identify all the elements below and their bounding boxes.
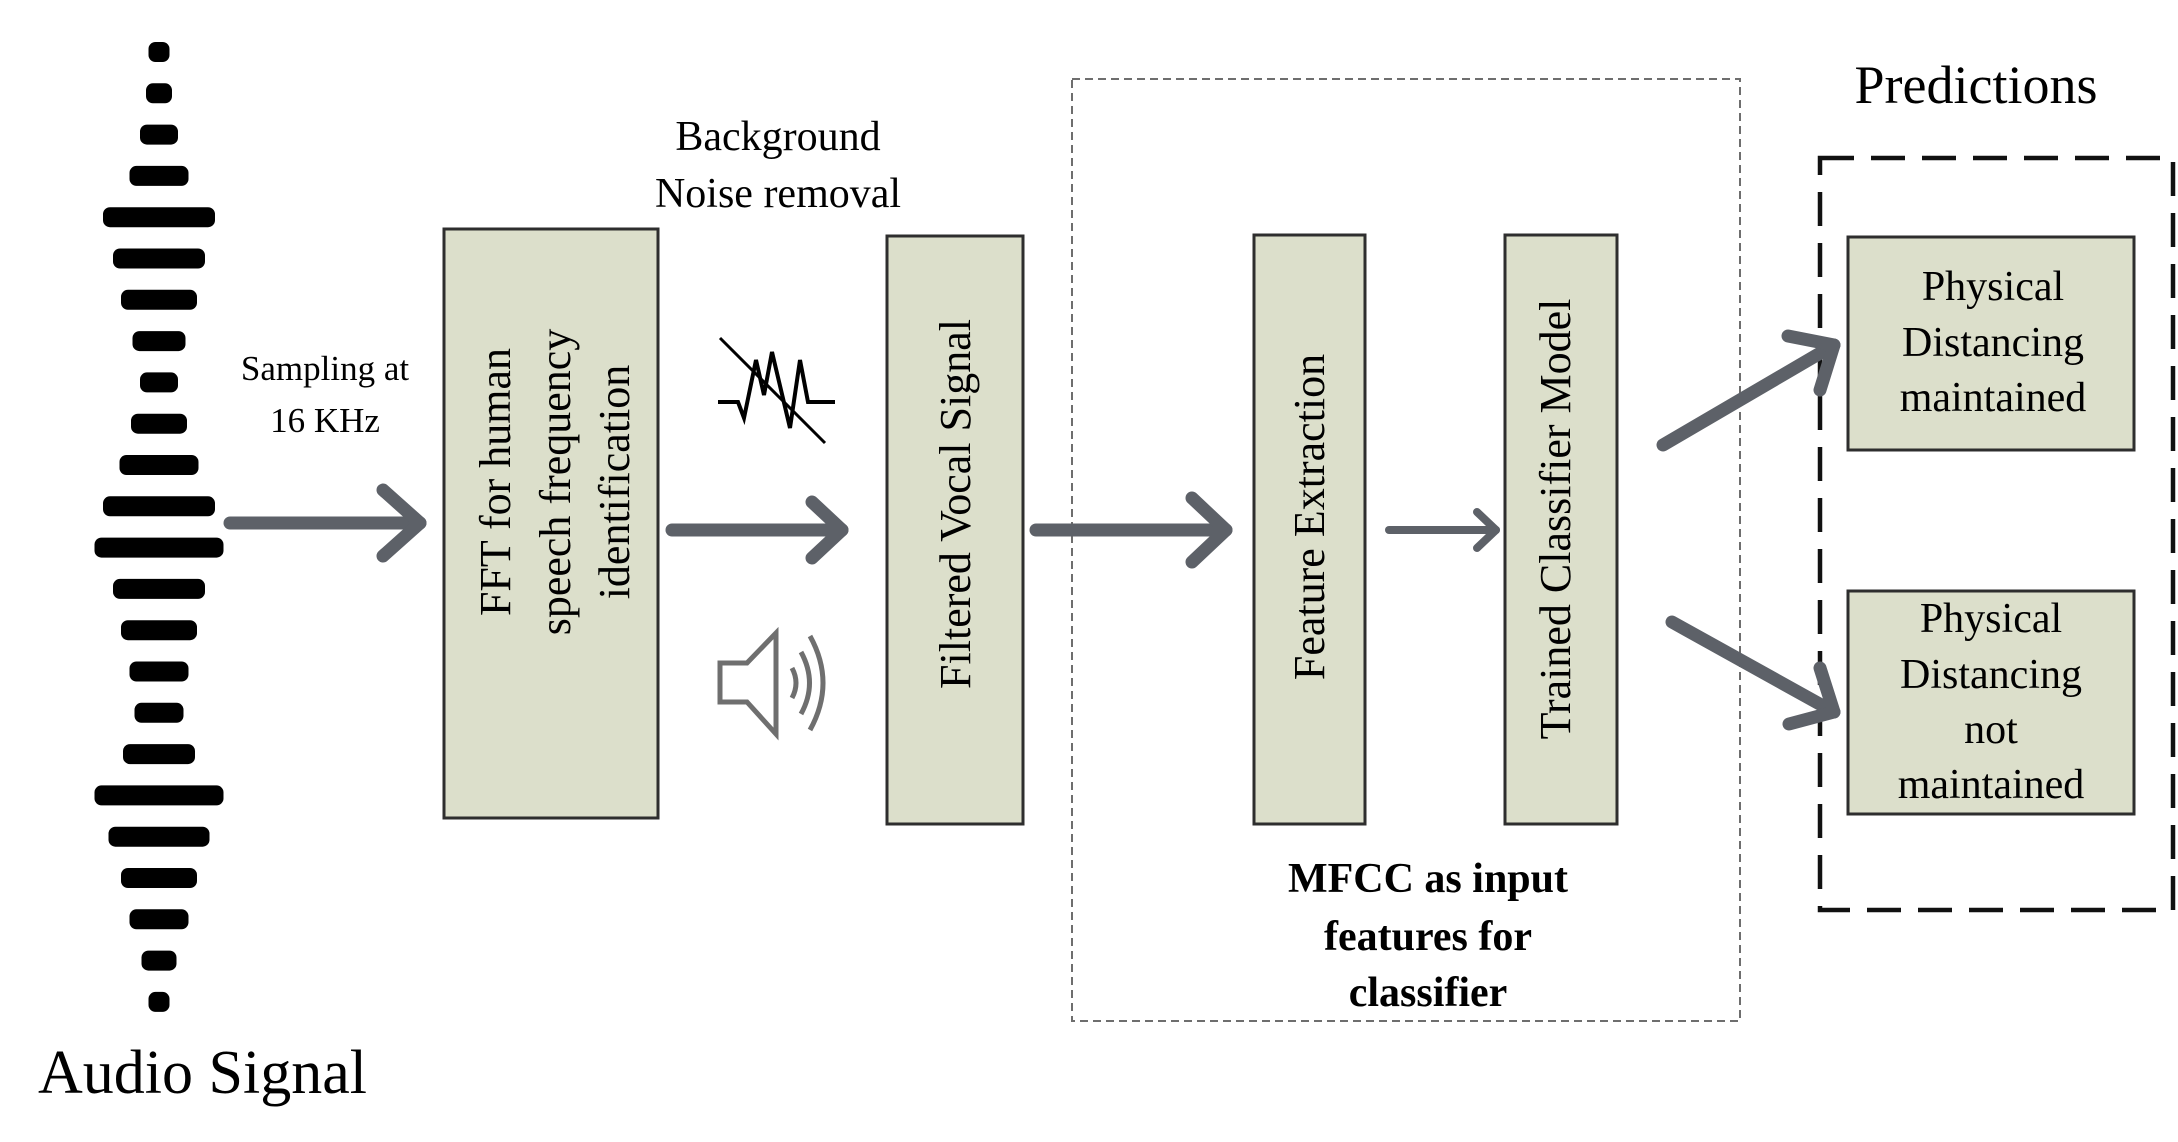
arrow-audio-to-fft [223, 483, 427, 563]
waveform-bar [134, 702, 184, 723]
trained-classifier-label: Trained Classifier Model [1531, 299, 1580, 740]
feature-extraction-box: Feature Extraction [1252, 233, 1367, 826]
waveform-bar [103, 496, 215, 517]
prediction-not-maintained-line-1: Physical [1920, 596, 2062, 642]
feature-extraction-label: Feature Extraction [1285, 354, 1334, 680]
sampling-label: Sampling at 16 KHz [241, 349, 409, 440]
waveform-bar [94, 537, 224, 558]
prediction-maintained-line-3: maintained [1900, 375, 2087, 421]
prediction-maintained-line-2: Distancing [1902, 320, 2084, 366]
waveform-bar [121, 289, 197, 310]
arrow-fft-to-filtered [665, 495, 849, 565]
waveform-bar [129, 661, 189, 682]
waveform-bar [113, 578, 205, 599]
sampling-label-line-1: Sampling at [241, 349, 409, 388]
waveform-bar [123, 744, 195, 765]
noise-removal-line-2: Noise removal [655, 171, 901, 217]
prediction-not-maintained-line-3: not [1964, 707, 2018, 753]
waveform-bar [108, 826, 210, 847]
prediction-not-maintained-line-2: Distancing [1900, 652, 2082, 698]
waveform-bar [129, 165, 189, 186]
waveform-bar [121, 620, 197, 641]
mfcc-caption-line-3: classifier [1349, 970, 1508, 1016]
mfcc-container [1071, 78, 1741, 1022]
noise-signal-crossed-icon [718, 336, 835, 445]
waveform-bar [113, 248, 205, 269]
waveform-bar [129, 909, 189, 930]
arrow-features-to-classifier [1385, 508, 1500, 552]
prediction-maintained-line-1: Physical [1922, 264, 2064, 310]
audio-waveform-icon [94, 42, 224, 1012]
waveform-bar [131, 413, 187, 434]
arrow-classifier-to-not-maintained [1665, 615, 1841, 731]
fft-box-line-3: identification [590, 365, 639, 600]
mfcc-caption-line-2: features for [1324, 914, 1532, 960]
prediction-maintained-box: Physical Distancing maintained [1846, 235, 2136, 452]
waveform-bar [132, 331, 186, 352]
prediction-not-maintained-line-4: maintained [1898, 762, 2085, 808]
waveform-bar [148, 991, 170, 1012]
trained-classifier-box: Trained Classifier Model [1503, 233, 1619, 826]
fft-box-line-1: FFT for human [471, 348, 520, 616]
sampling-label-line-2: 16 KHz [270, 401, 380, 440]
waveform-bar [148, 42, 170, 62]
filtered-vocal-signal-box: Filtered Vocal Signal [885, 234, 1025, 826]
noise-removal-label: Background Noise removal [655, 114, 901, 217]
fft-box-line-2: speech frequency [531, 329, 580, 636]
waveform-bar [121, 868, 197, 888]
speaker-volume-icon [717, 626, 826, 741]
prediction-not-maintained-box: Physical Distancing not maintained [1846, 589, 2136, 816]
waveform-bar [140, 124, 178, 145]
fft-box: FFT for human speech frequency identific… [442, 227, 660, 820]
filtered-vocal-signal-label: Filtered Vocal Signal [931, 319, 980, 689]
noise-removal-line-1: Background [675, 114, 880, 160]
waveform-bar [103, 207, 215, 228]
waveform-bar [119, 455, 199, 475]
arrow-filtered-to-features [1029, 491, 1233, 569]
waveform-bar [146, 83, 172, 104]
arrow-classifier-to-maintained [1656, 329, 1841, 452]
waveform-bar [94, 785, 224, 806]
waveform-bar [140, 372, 178, 393]
predictions-title: Predictions [1855, 55, 2098, 115]
audio-signal-label: Audio Signal [38, 1039, 367, 1107]
predictions-container [1817, 155, 2176, 913]
waveform-bar [141, 950, 177, 971]
mfcc-caption-line-1: MFCC as input [1288, 856, 1568, 902]
mfcc-caption: MFCC as input features for classifier [1288, 856, 1568, 1016]
